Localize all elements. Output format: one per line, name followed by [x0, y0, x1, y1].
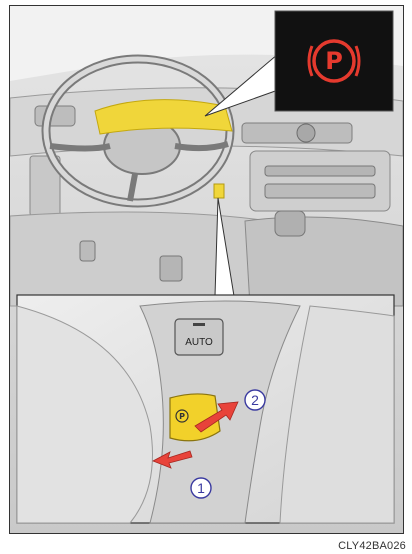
shift-lever: [275, 211, 305, 236]
center-clock: [297, 124, 315, 142]
indicator-symbol: P: [325, 47, 343, 75]
switch-symbol: P: [179, 412, 185, 421]
callout-1-label: 1: [197, 480, 205, 496]
auto-indicator-light: [193, 323, 205, 326]
parking-brake-illustration: P AUTO P 2 1: [10, 6, 403, 533]
callout-2-label: 2: [251, 392, 259, 408]
footrest: [80, 241, 95, 261]
figure-code: CLY42BA026: [338, 540, 406, 552]
audio-panel: [250, 151, 390, 211]
climate-buttons: [265, 184, 375, 198]
figure-frame: P AUTO P 2 1: [9, 5, 404, 534]
audio-display: [265, 166, 375, 176]
switch-location-marker: [214, 184, 224, 198]
pedal: [160, 256, 182, 281]
auto-button-label: AUTO: [185, 337, 213, 348]
center-console: [245, 217, 403, 306]
